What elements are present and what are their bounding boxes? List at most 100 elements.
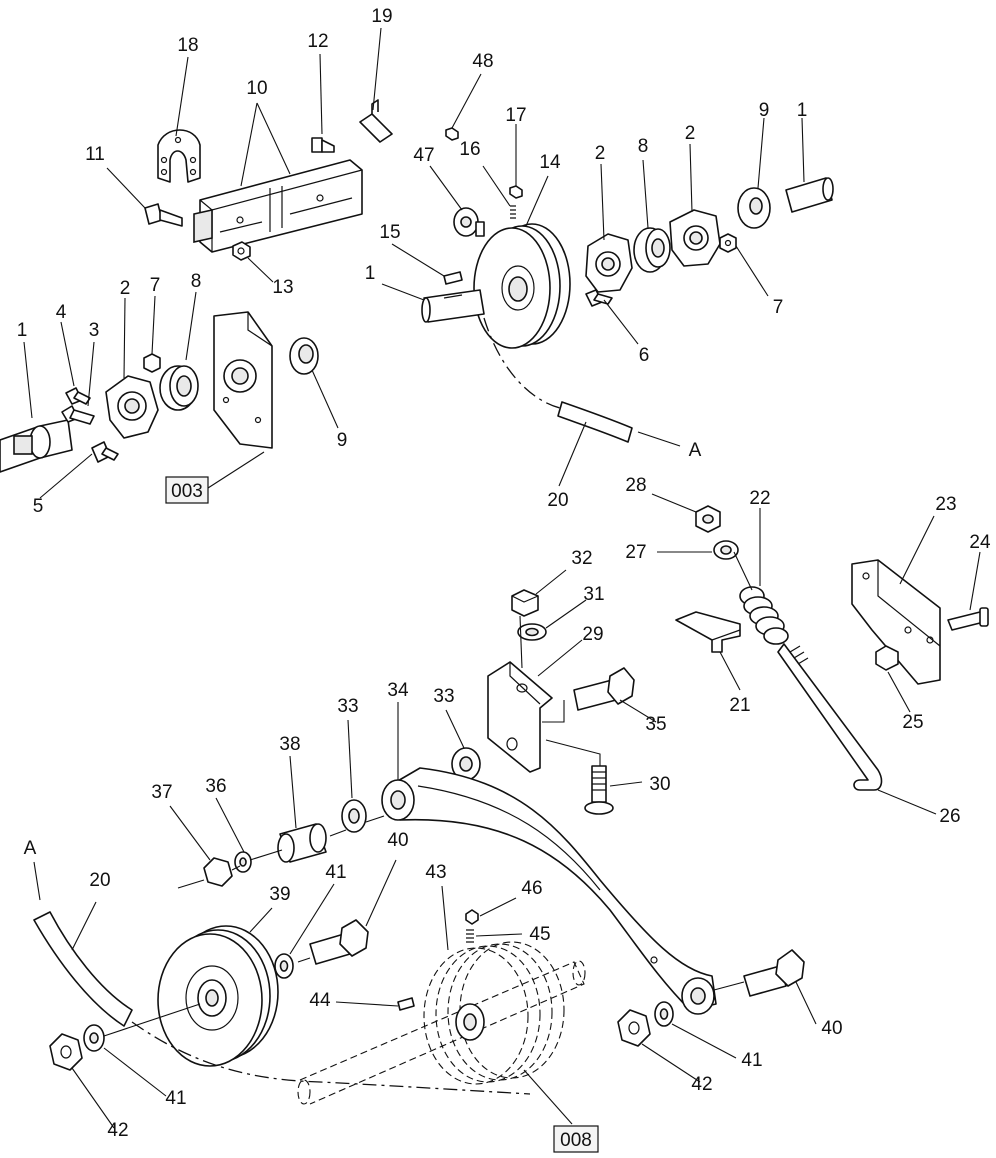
callout-2-middle: 2 xyxy=(595,143,606,164)
bracket-part-19 xyxy=(359,99,393,143)
callout-33-right: 33 xyxy=(433,686,454,707)
callout-34: 34 xyxy=(387,680,409,701)
callout-5: 5 xyxy=(33,496,44,517)
callout-8-right: 8 xyxy=(638,136,649,157)
callout-36: 36 xyxy=(205,776,226,797)
callout-47: 47 xyxy=(413,145,434,166)
callout-40-lower: 40 xyxy=(821,1018,842,1039)
callout-21: 21 xyxy=(729,695,750,716)
callout-38: 38 xyxy=(279,734,300,755)
callout-26: 26 xyxy=(939,806,960,827)
callout-1-middle: 1 xyxy=(365,263,376,284)
reference-box-003: 003 xyxy=(165,476,209,504)
callout-6: 6 xyxy=(639,345,650,366)
ref-a-leader-top xyxy=(637,431,681,447)
bolt-part-40-lower xyxy=(743,949,805,997)
callout-41-right: 41 xyxy=(741,1050,762,1071)
nut-part-42-right xyxy=(617,1009,651,1047)
callout-7: 7 xyxy=(150,275,161,296)
callout-28: 28 xyxy=(625,475,646,496)
collar-part-47 xyxy=(453,207,485,237)
callout-32: 32 xyxy=(571,548,592,569)
bracket-part-21 xyxy=(675,611,741,653)
callout-20-top: 20 xyxy=(547,490,568,511)
rail-housing-part-10 xyxy=(193,159,363,253)
spring-centerline xyxy=(733,551,753,591)
callout-12: 12 xyxy=(307,31,328,52)
callout-4: 4 xyxy=(56,302,67,323)
pulley-part-14 xyxy=(473,223,571,349)
axis-line-upper xyxy=(177,815,385,889)
bolt-part-24 xyxy=(947,607,989,631)
reference-box-008: 008 xyxy=(553,1125,599,1153)
callout-29: 29 xyxy=(582,624,603,645)
spacer-part-33-right xyxy=(451,747,481,781)
spring-part-22 xyxy=(739,586,789,645)
callout-19: 19 xyxy=(371,6,392,27)
bolt-part-40-upper xyxy=(309,919,369,965)
pulley-part-39 xyxy=(157,925,279,1067)
bearing-part-8-left xyxy=(159,365,199,411)
callout-18: 18 xyxy=(177,35,198,56)
callout-1-right: 1 xyxy=(797,100,808,121)
callout-41-left: 41 xyxy=(165,1088,186,1109)
axis-line-lower xyxy=(103,957,311,1037)
callout-20-bottom: 20 xyxy=(89,870,110,891)
callout-42-right: 42 xyxy=(691,1074,712,1095)
callout-42-left: 42 xyxy=(107,1120,128,1141)
nut-part-13 xyxy=(232,241,251,261)
callout-16: 16 xyxy=(459,139,480,160)
washer-part-31 xyxy=(517,623,547,641)
bracket-part-29 xyxy=(487,661,553,773)
bolt-part-11 xyxy=(144,203,183,227)
callout-22: 22 xyxy=(749,488,770,509)
rod-part-26 xyxy=(777,643,883,791)
callout-30: 30 xyxy=(649,774,670,795)
flange-bearing-part-2-middle xyxy=(585,233,633,293)
callout-45: 45 xyxy=(529,924,550,945)
leaders-upper-right xyxy=(381,73,805,487)
callout-23: 23 xyxy=(935,494,956,515)
bearing-part-9-left xyxy=(289,337,319,375)
callout-48: 48 xyxy=(472,51,493,72)
shaft-part-1-right xyxy=(785,177,834,213)
callout-A-top: A xyxy=(689,440,702,461)
reference-label-008: 008 xyxy=(560,1130,592,1151)
leaders-upper-left xyxy=(106,27,382,283)
callout-14: 14 xyxy=(539,152,561,173)
callout-24: 24 xyxy=(969,532,991,553)
bolt-part-30 xyxy=(584,765,614,815)
callout-33-left: 33 xyxy=(337,696,358,717)
callout-11: 11 xyxy=(85,144,105,165)
washer-part-41-left xyxy=(83,1024,105,1052)
washer-part-36 xyxy=(234,851,252,873)
bolt-35-assembly-line xyxy=(542,700,565,723)
washer-part-41-upper xyxy=(274,953,294,979)
dashed-pulley-part-43 xyxy=(423,941,565,1085)
washer-part-41-right xyxy=(654,1001,674,1027)
nut-part-48 xyxy=(445,127,459,141)
callout-37: 37 xyxy=(151,782,172,803)
callout-3: 3 xyxy=(89,320,100,341)
collar-part-9-right xyxy=(737,187,771,229)
callout-40-upper: 40 xyxy=(387,830,408,851)
belt-path-line-bottom xyxy=(131,1021,531,1095)
belt-segment-part-20-top xyxy=(557,401,633,443)
callout-2: 2 xyxy=(120,278,131,299)
callout-44: 44 xyxy=(309,990,331,1011)
shaft-part-1-left xyxy=(0,419,73,473)
callout-35: 35 xyxy=(645,714,666,735)
key-part-44 xyxy=(397,997,415,1011)
set-screw-part-45 xyxy=(466,929,474,943)
spacer-part-33-left xyxy=(341,799,367,833)
nut-part-42-left xyxy=(49,1033,83,1071)
callout-17: 17 xyxy=(505,105,526,126)
callout-10: 10 xyxy=(246,78,267,99)
bolt-part-35 xyxy=(573,667,635,711)
nut-part-32 xyxy=(511,589,539,617)
callout-31: 31 xyxy=(583,584,604,605)
callout-9: 9 xyxy=(337,430,348,451)
nut-part-7-right xyxy=(719,233,737,253)
bolt-30-assembly-line xyxy=(545,739,601,766)
callout-9-right: 9 xyxy=(759,100,770,121)
